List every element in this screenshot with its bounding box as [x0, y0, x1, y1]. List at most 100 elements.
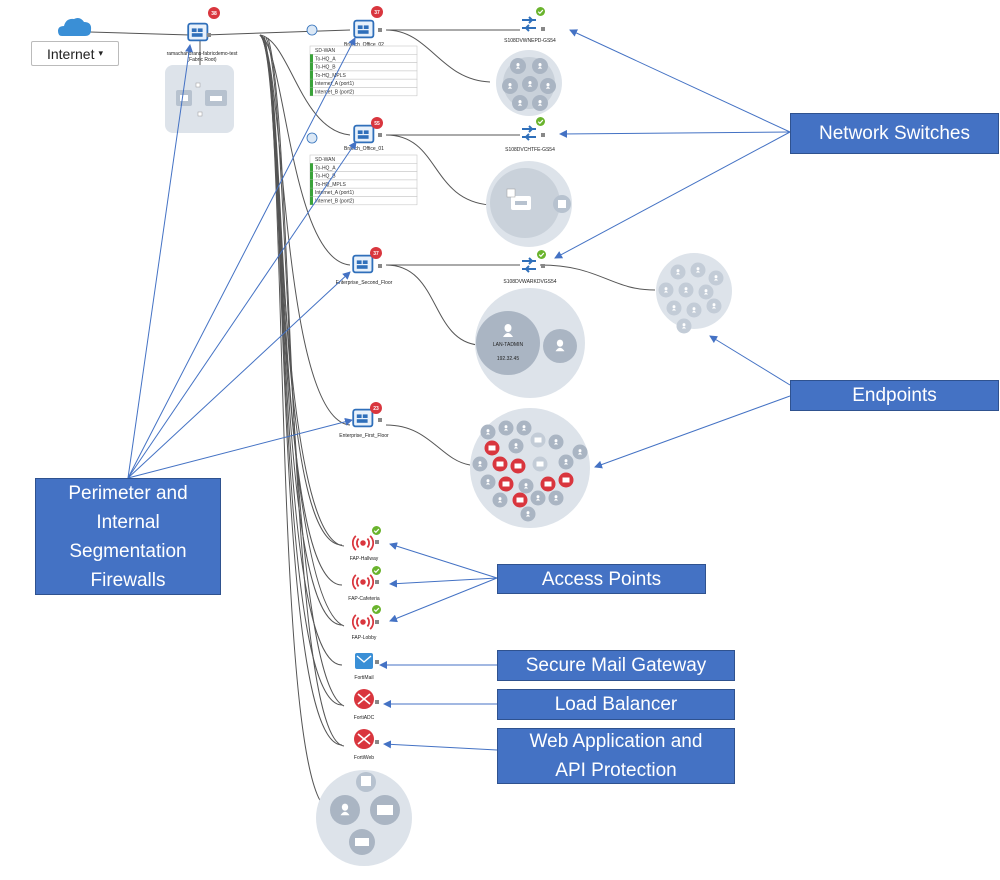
ap-lobby-node[interactable]: FAP-Lobby [352, 605, 381, 641]
device-icon [488, 445, 496, 451]
branch-office-01-node[interactable]: 55 Branch_Office_01 [306, 117, 384, 152]
device-icon [514, 463, 522, 469]
ap-hallway-node[interactable]: FAP-Hallway [350, 526, 381, 562]
branch02-label: Branch_Office_02 [344, 42, 384, 48]
callout-network-switches: Network Switches [790, 113, 999, 154]
callout-endpoints: Endpoints [790, 380, 999, 411]
branch-office-02-node[interactable]: 37 Branch_Office_02 [306, 6, 384, 48]
check-badge-icon [372, 526, 381, 535]
callout-firewalls-line3: Segmentation [69, 540, 187, 562]
fortiadc-node[interactable]: FortiADC [354, 689, 379, 721]
check-badge-icon [536, 7, 545, 16]
branch02-badge: 37 [374, 10, 380, 16]
switch-node-1[interactable]: S108DVWNEPD-GS54 [504, 7, 556, 44]
endpoint-cluster-switch3[interactable] [656, 253, 732, 334]
switch-node-3[interactable]: S108DVWARKDVGS54 [503, 250, 557, 285]
check-badge-icon [536, 117, 545, 126]
internet-link [89, 31, 191, 36]
sdwan-row: Internet_A (port1) [315, 81, 354, 87]
annotation-arrows [127, 29, 791, 751]
sdwan-table-branch01: SD-WAN To-HQ_A To-HQ_B To-HQ_MPLS Internet_A… [309, 154, 418, 206]
sdwan-row: To-HQ_B [315, 174, 336, 180]
callout-network-switches-text: Network Switches [819, 123, 970, 144]
callout-access-points: Access Points [497, 564, 706, 594]
sdwan-row: To-HQ_A [315, 165, 336, 171]
cloud-icon[interactable] [58, 18, 92, 36]
callout-load-balancer-text: Load Balancer [554, 694, 678, 715]
sdwan-row: SD-WAN [315, 48, 335, 54]
lan-admin-ip: 192.32.45 [497, 356, 519, 362]
sdwan-table-branch02: SD-WAN To-HQ_A To-HQ_B To-HQ_MPLS Internet_A… [309, 45, 418, 97]
root-badge: 38 [211, 11, 217, 17]
bottom-device-cluster[interactable] [316, 770, 412, 866]
chevron-down-icon: ▾ [98, 48, 103, 58]
ap-cafeteria-node[interactable]: FAP-Cafeteria [348, 566, 381, 602]
endpoint-cluster-switch1[interactable] [496, 50, 562, 116]
internet-label: Internet [46, 45, 95, 62]
root-device-group[interactable] [165, 65, 234, 133]
sdwan-row: To-HQ_MPLS [315, 182, 347, 188]
fortiadc-label: FortiADC [354, 715, 375, 721]
ap-cafeteria-label: FAP-Cafeteria [348, 596, 380, 602]
first-floor-label: Enterprise_First_Floor [339, 433, 389, 439]
sdwan-row: Internet_B (port2) [315, 199, 355, 205]
device-icon [534, 437, 542, 443]
check-badge-icon [372, 605, 381, 614]
sdwan-row: To-HQ_MPLS [315, 73, 347, 79]
root-node-sublabel: (Fabric Root) [187, 57, 217, 63]
device-icon [536, 461, 544, 467]
fabric-root-node[interactable]: 38 ramachandrans-fabricdemo-test (Fabric… [167, 7, 238, 63]
sdwan-row: To-HQ_A [315, 56, 336, 62]
callout-firewalls-line1: Perimeter and [68, 482, 188, 504]
lan-admin-label: LAN-TADMIN [493, 342, 524, 348]
switch2-label: S108DVCHTFE-GS54 [505, 147, 555, 153]
callout-mail-gateway-text: Secure Mail Gateway [525, 655, 707, 676]
internet-dropdown[interactable]: Internet ▾ [31, 41, 119, 66]
mail-icon [355, 653, 373, 669]
callout-waap-line1: Web Application and [529, 731, 703, 752]
lan-admin-cluster[interactable]: LAN-TADMIN 192.32.45 [475, 288, 585, 398]
topology-links [89, 29, 656, 811]
check-badge-icon [537, 250, 546, 259]
endpoint-cluster-first-floor[interactable] [470, 408, 590, 528]
sdwan-row: To-HQ_B [315, 65, 336, 71]
sdwan-row: Internet_B (port2) [315, 90, 355, 96]
sdwan-row: Internet_A (port1) [315, 190, 354, 196]
callout-waap-line2: API Protection [555, 760, 677, 781]
device-icon [544, 481, 552, 487]
callout-load-balancer: Load Balancer [497, 689, 735, 720]
check-badge-icon [372, 566, 381, 575]
enterprise-second-floor-node[interactable]: 37 Enterprise_Second_Floor [336, 247, 393, 286]
branch01-label: Branch_Office_01 [344, 146, 384, 152]
callout-web-app-api-protection: Web Application and API Protection [497, 728, 735, 784]
ap-lobby-label: FAP-Lobby [352, 635, 377, 641]
switch3-label: S108DVWARKDVGS54 [503, 279, 556, 285]
sdwan-row: SD-WAN [315, 157, 335, 163]
fortiweb-label: FortiWeb [354, 755, 374, 761]
device-icon [502, 481, 510, 487]
callout-access-points-text: Access Points [541, 568, 662, 590]
branch01-badge: 55 [374, 121, 380, 127]
first-floor-badge: 23 [373, 406, 379, 412]
callout-firewalls-line2: Internal [96, 511, 160, 533]
callout-endpoints-text: Endpoints [852, 385, 937, 406]
endpoint-cluster-switch2[interactable] [486, 161, 572, 247]
root-node-label: ramachandrans-fabricdemo-test [167, 51, 238, 57]
fortiweb-node[interactable]: FortiWeb [354, 729, 379, 761]
fortimail-node[interactable]: FortiMail [354, 653, 379, 681]
switch-node-2[interactable]: S108DVCHTFE-GS54 [505, 117, 555, 153]
device-icon [516, 497, 524, 503]
second-floor-label: Enterprise_Second_Floor [336, 280, 393, 286]
callout-firewalls: Perimeter and Internal Segmentation Fire… [35, 478, 221, 595]
ap-hallway-label: FAP-Hallway [350, 556, 379, 562]
callout-firewalls-line4: Firewalls [90, 569, 166, 591]
second-floor-badge: 37 [373, 251, 379, 257]
callout-secure-mail-gateway: Secure Mail Gateway [497, 650, 735, 681]
switch1-label: S108DVWNEPD-GS54 [504, 38, 556, 44]
device-icon [562, 477, 570, 483]
enterprise-first-floor-node[interactable]: 23 Enterprise_First_Floor [339, 402, 389, 439]
device-icon [496, 461, 504, 467]
fortimail-label: FortiMail [354, 675, 373, 681]
